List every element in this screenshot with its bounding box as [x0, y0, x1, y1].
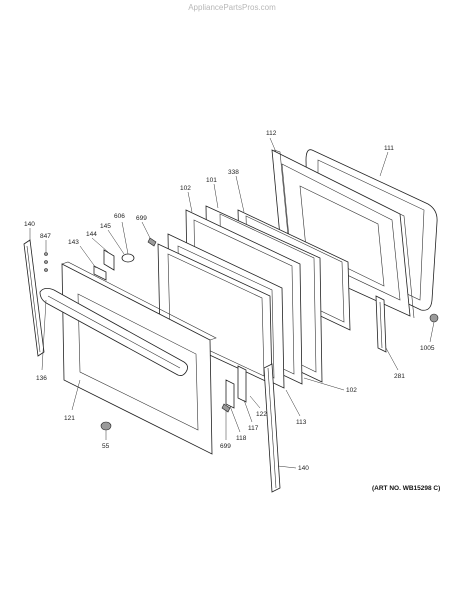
callout-111: 111 [384, 145, 394, 152]
part-112-door-frame [271, 149, 415, 319]
callout-labels: 112 111 338 101 102 140 847 145 606 699 … [24, 130, 435, 472]
part-699-screw-top [147, 237, 157, 247]
callout-145: 145 [100, 223, 111, 230]
art-number: (ART NO. WB15298 C) [372, 485, 440, 492]
callout-117: 117 [248, 425, 259, 432]
watermark-text: AppliancePartsPros.com [188, 3, 276, 12]
callout-143: 143 [68, 239, 79, 246]
leader-lines [29, 137, 435, 469]
part-55-bumper [100, 421, 112, 431]
callout-101: 101 [206, 177, 217, 184]
callout-55: 55 [102, 443, 110, 450]
part-136-handle [39, 288, 188, 376]
part-143-bracket [93, 265, 107, 281]
callout-122: 122 [256, 411, 267, 418]
callout-281: 281 [394, 373, 405, 380]
part-117-latch [237, 365, 247, 403]
part-118-latch [225, 379, 235, 409]
callout-144: 144 [86, 231, 97, 238]
part-699-screw-bottom [221, 403, 231, 413]
callout-699-bottom: 699 [220, 443, 231, 450]
callout-112: 112 [266, 130, 277, 137]
callout-136: 136 [36, 375, 47, 382]
part-140-right-trim [263, 363, 281, 493]
callout-1005: 1005 [420, 345, 435, 352]
callout-338: 338 [228, 169, 239, 176]
callout-102-top: 102 [180, 185, 191, 192]
callout-140-right: 140 [298, 465, 309, 472]
callout-121: 121 [64, 415, 75, 422]
part-281-hinge [375, 295, 387, 353]
part-140-left-trim [23, 239, 45, 357]
callout-847: 847 [40, 233, 51, 240]
callout-140-left: 140 [24, 221, 35, 228]
part-144-hinge-receptacle [103, 249, 115, 271]
callout-606: 606 [114, 213, 125, 220]
callout-118: 118 [236, 435, 247, 442]
callout-102-bottom: 102 [346, 387, 357, 394]
part-847-screws [44, 252, 48, 272]
part-121-outer-door [61, 261, 217, 455]
callout-699-top: 699 [136, 215, 147, 222]
part-1005-nut [429, 313, 439, 323]
callout-113: 113 [296, 419, 307, 426]
part-606-bumper [121, 253, 135, 263]
